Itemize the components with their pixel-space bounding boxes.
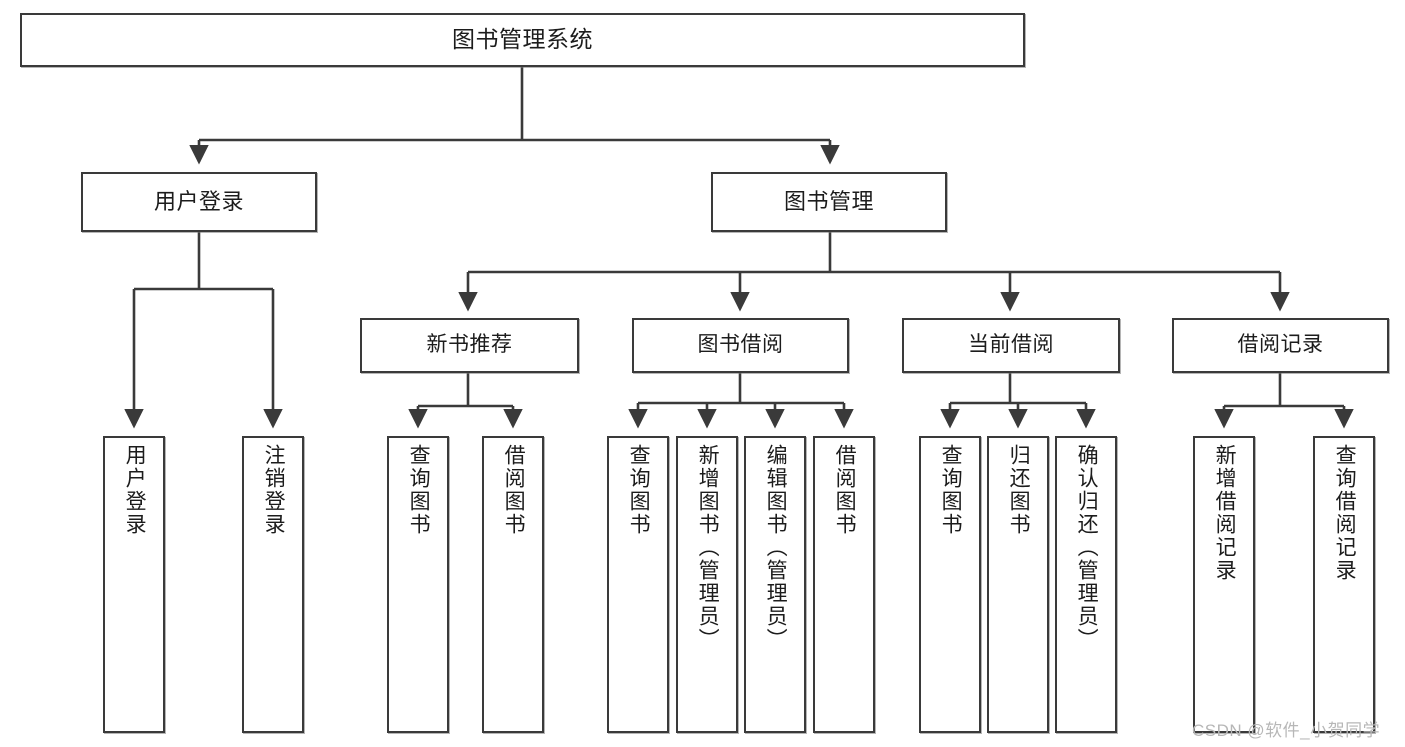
node-leaf-add-book-admin[interactable]: 新增图书（管理员） xyxy=(676,436,738,733)
node-leaf-return-book[interactable]: 归还图书 xyxy=(987,436,1049,733)
node-leaf-borrow-book-1[interactable]: 借阅图书 xyxy=(482,436,544,733)
node-label: 查询图书 xyxy=(939,444,963,536)
node-leaf-query-book-1[interactable]: 查询图书 xyxy=(387,436,449,733)
node-leaf-query-book-3[interactable]: 查询图书 xyxy=(919,436,981,733)
node-label: 图书管理系统 xyxy=(452,26,593,53)
watermark-text: CSDN @软件_小贺同学 xyxy=(1192,721,1381,740)
node-leaf-confirm-return-admin[interactable]: 确认归还（管理员） xyxy=(1055,436,1117,733)
node-label: 图书借阅 xyxy=(697,333,784,357)
node-current-borrow[interactable]: 当前借阅 xyxy=(902,318,1120,373)
node-label: 查询图书 xyxy=(407,444,431,536)
node-label: 归还图书 xyxy=(1007,444,1031,536)
node-label: 查询借阅记录 xyxy=(1333,444,1357,582)
node-label: 注销登录 xyxy=(262,444,286,536)
node-user-login[interactable]: 用户登录 xyxy=(81,172,317,232)
node-label: 新增借阅记录 xyxy=(1213,444,1237,582)
node-book-borrow[interactable]: 图书借阅 xyxy=(632,318,849,373)
node-leaf-add-borrow-record[interactable]: 新增借阅记录 xyxy=(1193,436,1255,733)
node-root-book-management-system[interactable]: 图书管理系统 xyxy=(20,13,1025,67)
node-label: 借阅记录 xyxy=(1237,333,1324,357)
node-label: 新增图书（管理员） xyxy=(696,444,720,651)
node-label: 图书管理 xyxy=(783,189,874,215)
node-label: 编辑图书（管理员） xyxy=(764,444,788,651)
node-leaf-query-book-2[interactable]: 查询图书 xyxy=(607,436,669,733)
node-label: 确认归还（管理员） xyxy=(1075,444,1099,651)
node-label: 新书推荐 xyxy=(426,333,513,357)
node-leaf-borrow-book-2[interactable]: 借阅图书 xyxy=(813,436,875,733)
node-label: 查询图书 xyxy=(627,444,651,536)
node-label: 当前借阅 xyxy=(968,333,1054,357)
node-label: 用户登录 xyxy=(153,189,244,215)
node-new-book-recommend[interactable]: 新书推荐 xyxy=(360,318,579,373)
node-borrow-record[interactable]: 借阅记录 xyxy=(1172,318,1389,373)
node-leaf-query-borrow-record[interactable]: 查询借阅记录 xyxy=(1313,436,1375,733)
node-label: 借阅图书 xyxy=(833,444,857,536)
node-book-management[interactable]: 图书管理 xyxy=(711,172,947,232)
node-leaf-logout-login[interactable]: 注销登录 xyxy=(242,436,304,733)
node-leaf-edit-book-admin[interactable]: 编辑图书（管理员） xyxy=(744,436,806,733)
node-label: 用户登录 xyxy=(123,444,147,536)
node-leaf-user-login[interactable]: 用户登录 xyxy=(103,436,165,733)
node-label: 借阅图书 xyxy=(502,444,526,536)
